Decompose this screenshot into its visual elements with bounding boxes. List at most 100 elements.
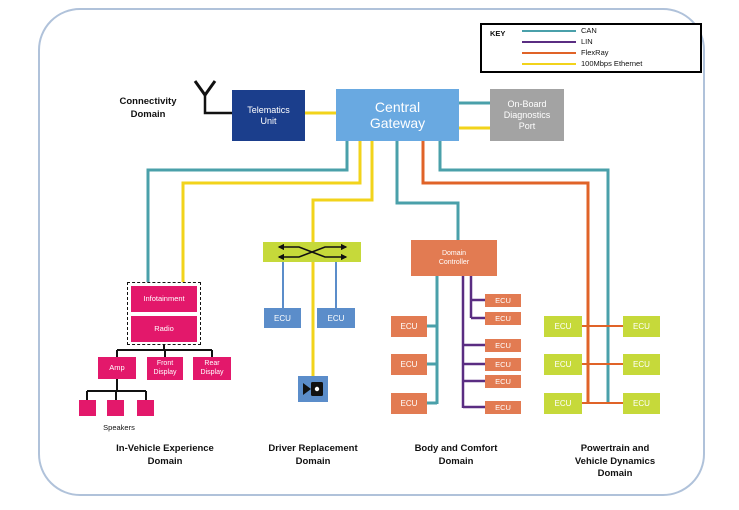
powertrain-ecu: ECU — [544, 316, 582, 337]
obd-label: Port — [518, 120, 536, 131]
ethernet-switch — [263, 242, 361, 262]
driver-ecu: ECU — [317, 308, 355, 328]
ecu-label: ECU — [554, 360, 572, 369]
legend-entry-ethernet: 100Mbps Ethernet — [522, 58, 642, 69]
domain-label-line: Domain — [438, 455, 474, 467]
ecu-label: ECU — [554, 322, 572, 331]
driver-ecu: ECU — [264, 308, 301, 328]
speakers-label: Speakers — [103, 423, 135, 432]
video-camera-icon — [303, 382, 323, 396]
body-lin-ecu: ECU — [485, 294, 521, 307]
body-lin-bus — [469, 276, 485, 320]
front-display-unit: Front Display — [147, 357, 183, 380]
legend-swatch-ethernet — [522, 62, 576, 65]
amp-unit: Amp — [98, 357, 136, 379]
front-display-label: Front — [156, 360, 174, 367]
legend-swatch-can — [522, 29, 576, 32]
telematics-unit: Telematics Unit — [232, 90, 305, 141]
front-display-label: Display — [153, 368, 177, 376]
ecu-label: ECU — [274, 313, 291, 323]
legend-swatch-lin — [522, 40, 576, 43]
body-lin-ecu: ECU — [485, 312, 521, 325]
powertrain-ecu: ECU — [544, 354, 582, 375]
domain-label-line: In-Vehicle Experience — [116, 443, 214, 454]
obd-label: On-Board — [507, 98, 547, 109]
gateway-domain-controller-can-link — [395, 141, 460, 240]
body-lin-ecu: ECU — [485, 375, 521, 388]
powertrain-ecu-links — [582, 325, 623, 404]
legend-title: KEY — [490, 29, 506, 38]
gateway-powertrain-can-bus — [438, 141, 610, 404]
ecu-label: ECU — [400, 360, 418, 369]
domain-controller-label: Controller — [438, 259, 470, 266]
body-can-bus — [427, 276, 439, 405]
domain-label-line: Vehicle Dynamics — [574, 455, 656, 467]
legend: KEY CAN LIN FlexRay 100Mbps Ethernet — [480, 23, 702, 73]
ecu-label: ECU — [495, 403, 511, 412]
legend-label-can: CAN — [581, 26, 597, 35]
antenna-icon — [193, 80, 217, 98]
obd-port: On-Board Diagnostics Port — [490, 89, 564, 141]
body-lin-ecu: ECU — [485, 339, 521, 352]
ecu-label: ECU — [495, 377, 511, 386]
legend-entry-flexray: FlexRay — [522, 47, 642, 58]
radio-output-tree — [116, 345, 213, 357]
gateway-switch-ethernet-link — [311, 141, 374, 242]
amp-label: Amp — [109, 362, 125, 372]
antenna-telematics-link — [203, 94, 232, 115]
legend-label-lin: LIN — [581, 37, 593, 46]
obd-label: Diagnostics — [503, 109, 551, 120]
amp-speaker-tree — [86, 379, 147, 400]
powertrain-domain-label: Powertrain and Vehicle Dynamics Domain — [555, 443, 675, 481]
connectivity-domain-label-line: Connectivity — [119, 96, 177, 107]
ecu-label: ECU — [400, 399, 418, 408]
rear-display-unit: Rear Display — [193, 357, 231, 380]
legend-label-ethernet: 100Mbps Ethernet — [581, 59, 643, 68]
gateway-infotainment-can-link — [146, 141, 349, 282]
ecu-label: ECU — [554, 399, 572, 408]
domain-label-line: Domain — [147, 455, 183, 467]
legend-entry-can: CAN — [522, 25, 642, 36]
vehicle-dynamics-ecu: ECU — [623, 354, 660, 375]
ecu-label: ECU — [327, 313, 345, 323]
vehicle-dynamics-ecu: ECU — [623, 316, 660, 337]
speaker — [107, 400, 124, 416]
domain-label-line: Domain — [295, 455, 331, 467]
domain-label-line: Domain — [597, 468, 633, 479]
ecu-label: ECU — [633, 322, 650, 331]
telematics-label: Unit — [260, 115, 277, 126]
body-comfort-domain-label: Body and Comfort Domain — [396, 443, 516, 468]
domain-label-line: Powertrain and — [580, 443, 650, 454]
speaker — [137, 400, 154, 416]
body-can-ecu: ECU — [391, 393, 427, 414]
in-vehicle-domain-label: In-Vehicle Experience Domain — [105, 443, 225, 468]
camera-unit — [298, 376, 328, 402]
ecu-label: ECU — [495, 360, 511, 369]
legend-entry-lin: LIN — [522, 36, 642, 47]
domain-label-line: Body and Comfort — [414, 443, 498, 454]
body-can-ecu: ECU — [391, 316, 427, 337]
powertrain-ecu: ECU — [544, 393, 582, 414]
driver-replacement-domain-label: Driver Replacement Domain — [253, 443, 373, 468]
speaker — [79, 400, 96, 416]
legend-swatch-flexray — [522, 51, 576, 54]
diagram-frame — [38, 8, 705, 496]
infotainment-unit: Infotainment — [131, 286, 197, 312]
body-can-ecu: ECU — [391, 354, 427, 375]
infotainment-group — [127, 282, 201, 345]
connectivity-domain-label: Connectivity Domain — [98, 95, 198, 121]
ecu-label: ECU — [633, 360, 650, 369]
radio-unit: Radio — [131, 316, 197, 342]
ecu-label: ECU — [495, 296, 511, 305]
ecu-label: ECU — [400, 322, 418, 331]
gateway-label: Gateway — [369, 115, 426, 131]
domain-controller: Domain Controller — [411, 240, 497, 276]
body-lin-ecu: ECU — [485, 401, 521, 414]
body-lin-ecu: ECU — [485, 358, 521, 371]
infotainment-label: Infotainment — [143, 293, 185, 303]
ecu-label: ECU — [495, 341, 511, 350]
rear-display-label: Display — [200, 368, 224, 376]
gateway-powertrain-flexray-bus — [421, 141, 590, 404]
legend-entries: CAN LIN FlexRay 100Mbps Ethernet — [522, 25, 642, 69]
gateway-label: Central — [374, 99, 421, 115]
